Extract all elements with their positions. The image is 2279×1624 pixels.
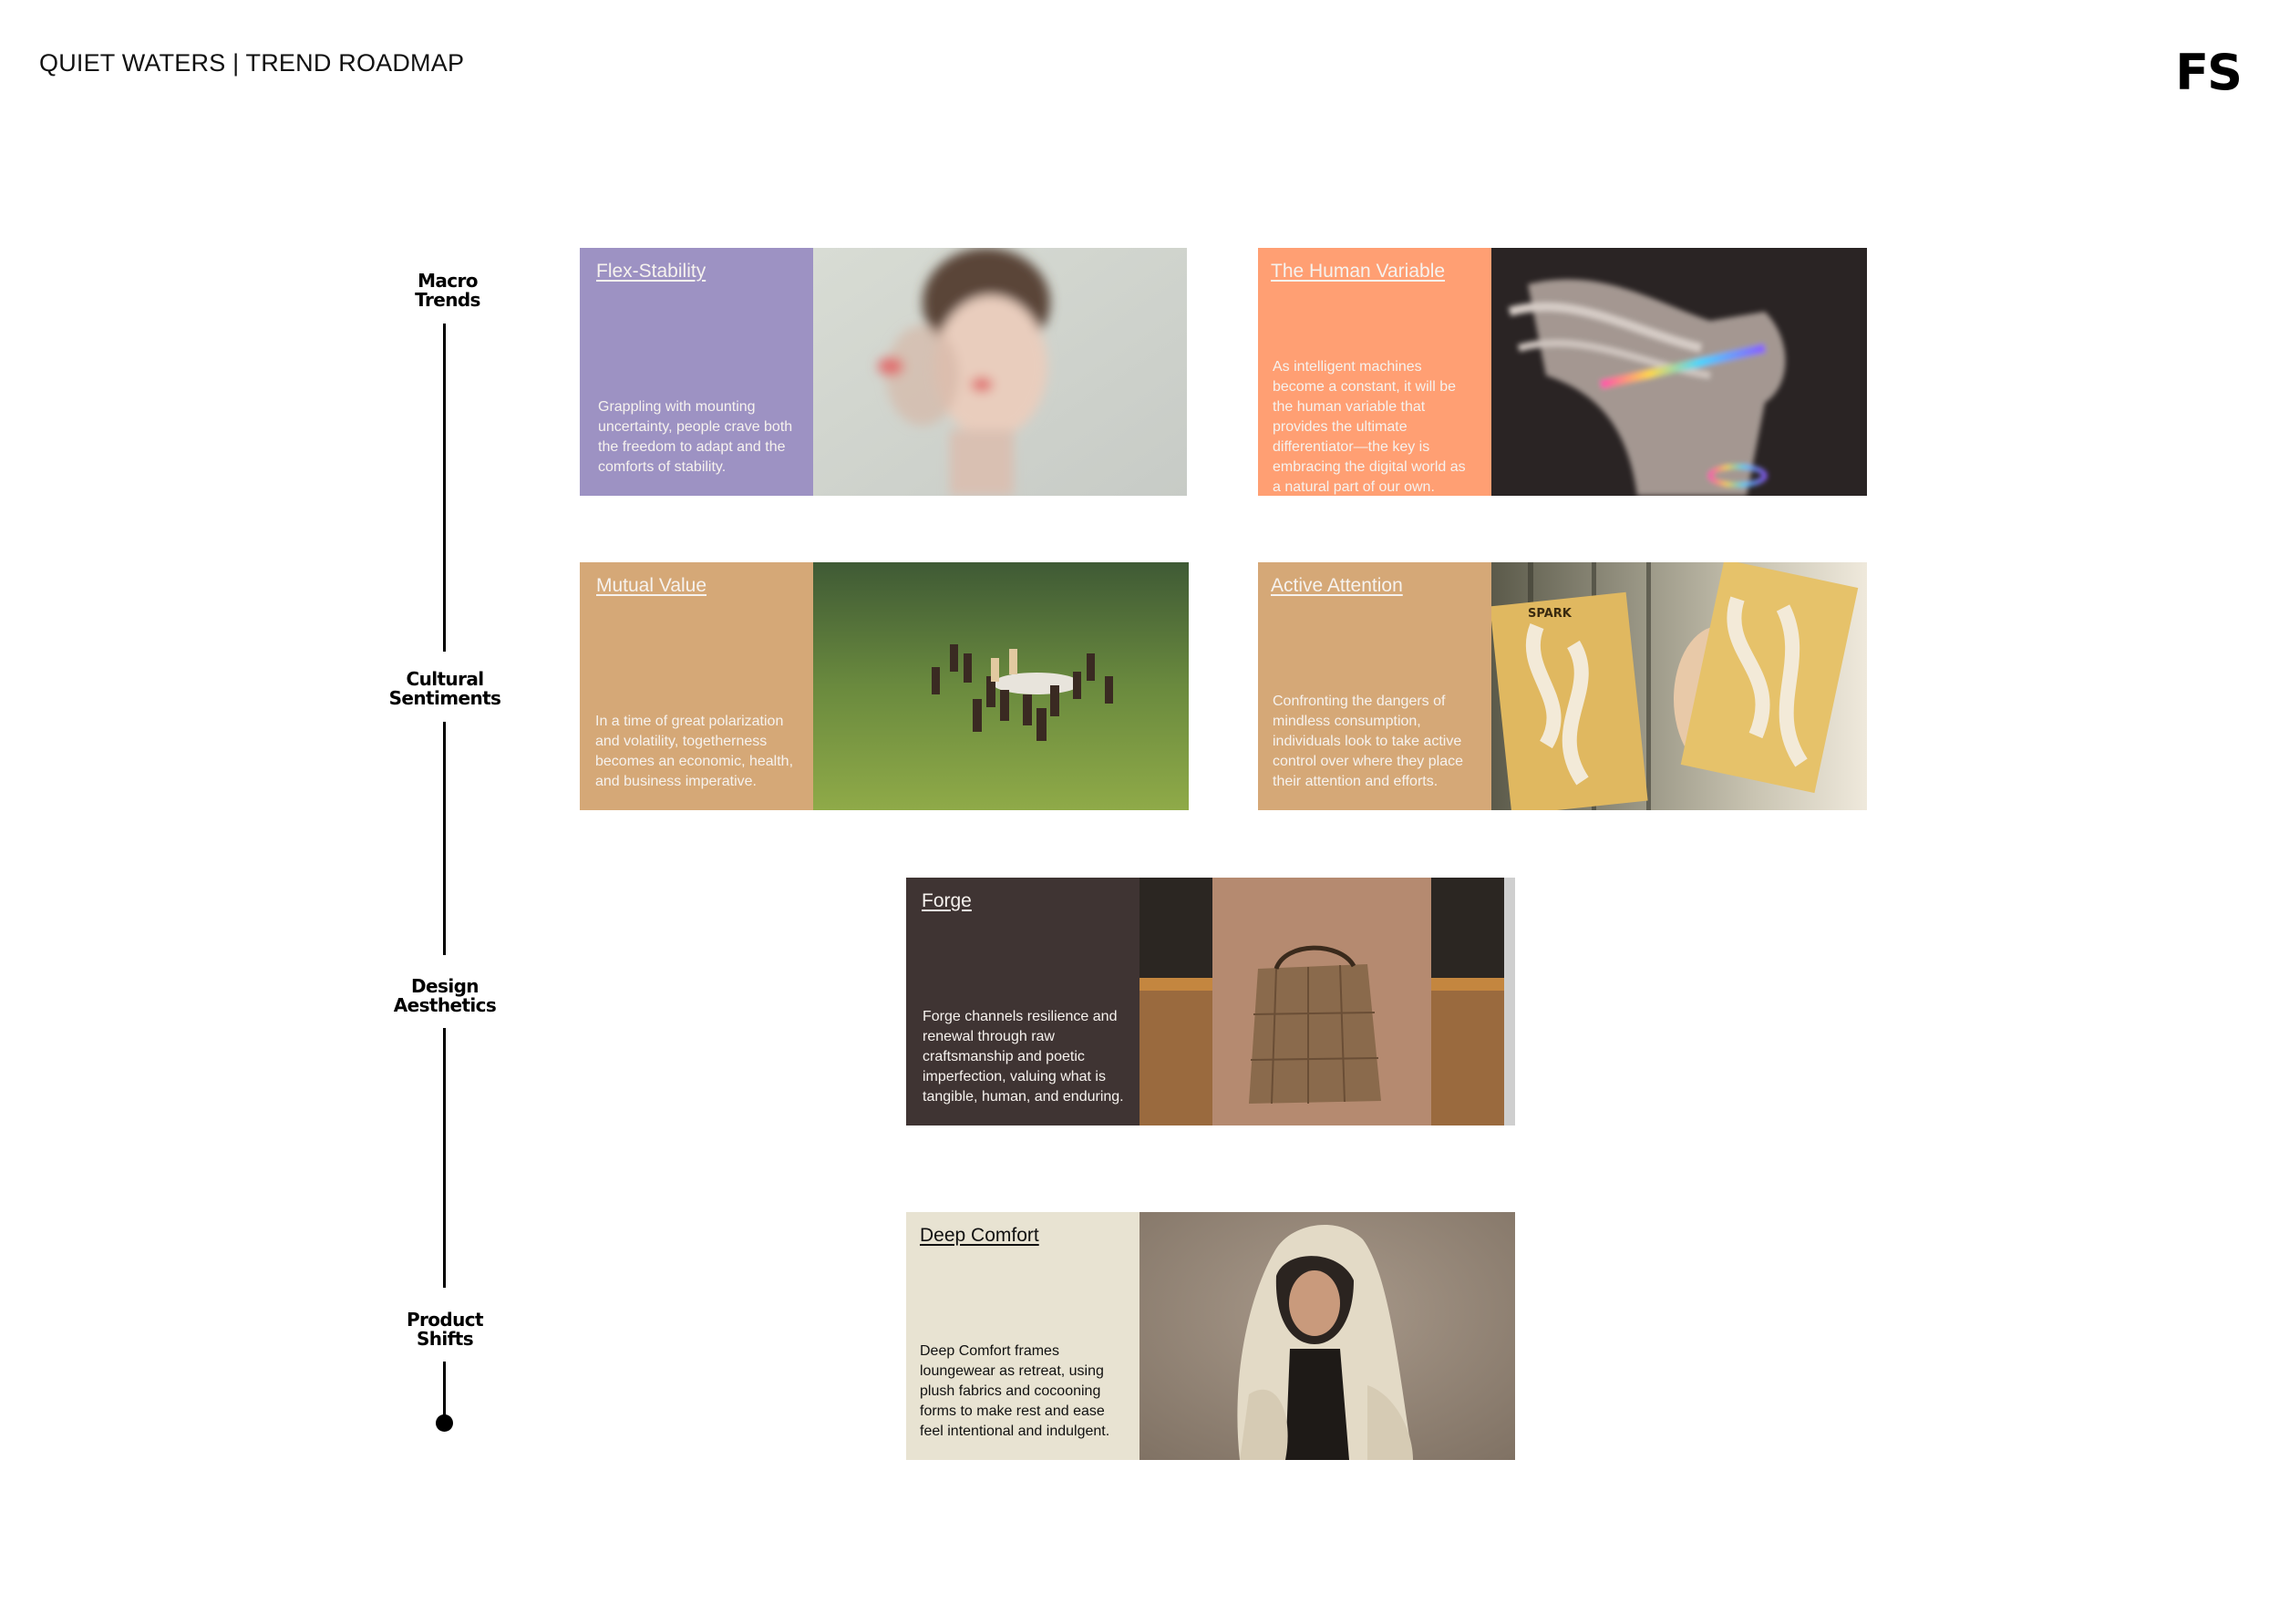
page-title: QUIET WATERS | TREND ROADMAP [39,49,465,77]
trend-card-forge[interactable]: Forge Forge channels resilience and rene… [906,878,1515,1125]
trend-card-human-variable[interactable]: The Human Variable As intelligent machin… [1258,248,1867,496]
plaid-bag-on-chair-image [1140,878,1515,1125]
card-title[interactable]: Mutual Value [596,575,707,596]
card-text-panel: The Human Variable As intelligent machin… [1258,248,1491,496]
card-text-panel: Deep Comfort Deep Comfort frames loungew… [906,1212,1140,1460]
timeline-stage-design-aesthetics: Design Aesthetics [393,975,497,1016]
timeline-line [443,1362,446,1420]
card-description: Deep Comfort frames loungewear as retrea… [920,1343,1110,1439]
card-title[interactable]: Deep Comfort [920,1225,1039,1246]
timeline-stage-product-shifts: Product Shifts [406,1309,484,1350]
card-description: In a time of great polarization and vola… [595,714,794,789]
card-description: Grappling with mounting uncertainty, peo… [598,399,793,475]
card-title[interactable]: The Human Variable [1271,261,1446,282]
timeline-stage-macro-trends: Macro Trends [415,270,480,311]
group-in-meadow-image [813,562,1189,810]
timeline-line [443,324,446,652]
timeline-end-dot [436,1414,453,1432]
timeline-line [443,1028,446,1288]
iridescent-profile-image [1491,248,1867,496]
brand-logo: FS [2175,44,2243,101]
spark-magazine-label: SPARK [1528,607,1573,621]
hooded-puffer-coat-image [1140,1212,1515,1460]
card-description: As intelligent machines become a constan… [1273,359,1466,495]
card-text-panel: Active Attention Confronting the dangers… [1258,562,1491,810]
spark-magazines-image: SPARK [1491,562,1867,810]
card-text-panel: Mutual Value In a time of great polariza… [580,562,813,810]
blurred-portrait-image [813,248,1187,496]
card-title[interactable]: Active Attention [1271,575,1403,596]
trend-card-mutual-value[interactable]: Mutual Value In a time of great polariza… [580,562,1189,810]
card-text-panel: Forge Forge channels resilience and rene… [906,878,1140,1125]
card-title[interactable]: Flex-Stability [596,261,706,282]
card-text-panel: Flex-Stability Grappling with mounting u… [580,248,813,496]
trend-card-deep-comfort[interactable]: Deep Comfort Deep Comfort frames loungew… [906,1212,1515,1460]
card-description: Forge channels resilience and renewal th… [923,1009,1124,1105]
trend-card-active-attention[interactable]: Active Attention Confronting the dangers… [1258,562,1867,810]
card-description: Confronting the dangers of mindless cons… [1273,694,1463,789]
timeline-stage-cultural-sentiments: Cultural Sentiments [388,668,501,709]
card-title[interactable]: Forge [922,890,972,911]
trend-card-flex-stability[interactable]: Flex-Stability Grappling with mounting u… [580,248,1187,496]
timeline-line [443,722,446,955]
